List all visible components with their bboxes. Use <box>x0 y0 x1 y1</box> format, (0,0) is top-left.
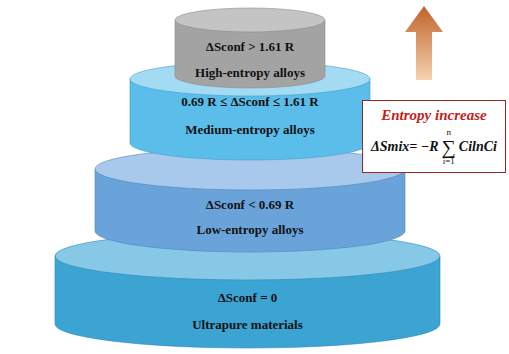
sum-limit: i=1 <box>443 157 455 166</box>
tier-label-group: ΔSconf < 0.69 R Low-entropy alloys <box>95 192 405 242</box>
entropy-range: ΔSconf = 0 <box>218 290 278 306</box>
tier-name: Low-entropy alloys <box>196 222 303 238</box>
entropy-range: ΔSconf < 0.69 R <box>206 197 295 213</box>
formula-part: ΔSmix= −R <box>371 139 439 155</box>
entropy-range: 0.69 R ≤ ΔSconf ≤ 1.61 R <box>181 94 318 110</box>
tier-name: Ultrapure materials <box>192 317 303 333</box>
sum-group: n∑i=1 <box>442 128 456 166</box>
formula-heading: Entropy increase <box>371 106 497 124</box>
entropy-tier: ΔSconf > 1.61 R High-entropy alloys <box>175 8 325 88</box>
tier-name: High-entropy alloys <box>195 65 305 81</box>
tier-label-group: ΔSconf > 1.61 R High-entropy alloys <box>175 34 325 86</box>
cylinder-top <box>175 8 325 32</box>
tier-label-group: 0.69 R ≤ ΔSconf ≤ 1.61 R Medium-entropy a… <box>130 88 370 144</box>
formula-row: ΔSmix= −Rn∑i=1CilnCi <box>371 128 497 166</box>
cylinder-top <box>55 232 440 280</box>
sum-limit: n <box>446 128 451 137</box>
cylinder-top <box>130 62 370 96</box>
tier-name: Medium-entropy alloys <box>185 122 314 138</box>
up-arrow <box>405 6 443 80</box>
formula-box: Entropy increaseΔSmix= −Rn∑i=1CilnCi <box>362 100 506 173</box>
cylinder-top <box>95 148 405 190</box>
tier-label-group: ΔSconf = 0 Ultrapure materials <box>55 284 440 338</box>
entropy-tier: ΔSconf < 0.69 R Low-entropy alloys <box>95 148 405 252</box>
entropy-range: ΔSconf > 1.61 R <box>206 39 295 55</box>
formula-part: CilnCi <box>459 139 497 155</box>
sum-symbol: ∑ <box>442 137 456 157</box>
